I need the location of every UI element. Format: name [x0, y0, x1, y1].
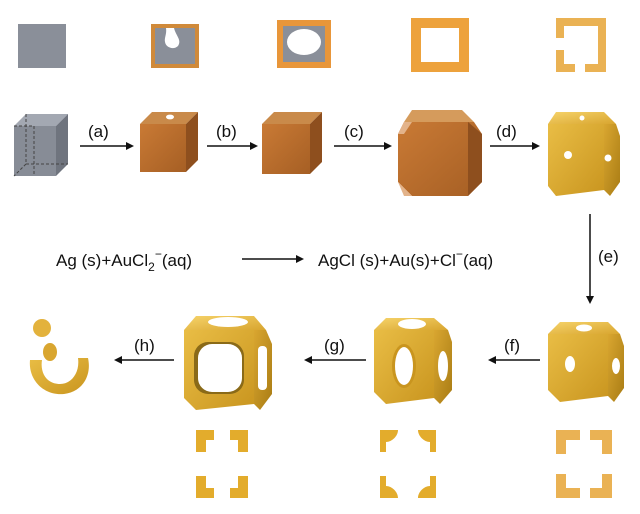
cross-section-large-holes [380, 430, 436, 498]
cross-section-open-box [548, 18, 606, 74]
cross-section-cage [196, 430, 248, 498]
gold-hollow-cube-small-holes [548, 322, 624, 402]
arrow-b: (b) [207, 122, 258, 150]
step-label-h: (h) [134, 336, 155, 355]
arrow-f: (f) [488, 336, 540, 364]
gold-hollow-cube-large-holes [374, 318, 452, 404]
equation-left-sub: 2 [148, 260, 155, 274]
svg-text:Ag (s)+AuCl2−(aq): Ag (s)+AuCl2−(aq) [56, 247, 192, 274]
step-label-e: (e) [598, 247, 619, 266]
arrow-g: (g) [304, 336, 366, 364]
step-label-c: (c) [344, 122, 364, 141]
step-label-a: (a) [88, 122, 109, 141]
cross-section-small-holes [556, 430, 612, 498]
arrow-a: (a) [80, 122, 134, 150]
equation-left: Ag (s)+AuCl [56, 251, 148, 270]
step-label-g: (g) [324, 336, 345, 355]
equation-right-tail: (aq) [463, 251, 493, 270]
cross-section-hollow-box [411, 18, 469, 72]
equation-right-sup: − [456, 247, 463, 261]
cross-section-pit [151, 24, 199, 68]
arrow-e: (e) [586, 214, 619, 304]
copper-cube-pit [140, 112, 198, 172]
equation-left-sup: − [155, 247, 162, 261]
gold-fragments [29, 319, 89, 395]
silver-cube [13, 114, 68, 177]
truncated-copper-cube [398, 110, 482, 196]
equation-left-tail: (aq) [162, 251, 192, 270]
step-label-d: (d) [496, 122, 517, 141]
equation-right: AgCl (s)+Au(s)+Cl [318, 251, 456, 270]
copper-cube [262, 112, 322, 174]
cross-section-void [277, 20, 331, 68]
reaction-equation: Ag (s)+AuCl2−(aq) AgCl (s)+Au(s)+Cl−(aq) [56, 247, 493, 274]
step-label-f: (f) [504, 336, 520, 355]
arrow-d: (d) [490, 122, 540, 150]
cross-section-silver [18, 24, 66, 68]
gold-porous-cube [548, 112, 620, 196]
gold-cage [184, 316, 272, 410]
arrow-h: (h) [114, 336, 174, 364]
step-label-b: (b) [216, 122, 237, 141]
arrow-c: (c) [334, 122, 392, 150]
svg-text:AgCl (s)+Au(s)+Cl−(aq): AgCl (s)+Au(s)+Cl−(aq) [318, 247, 493, 270]
